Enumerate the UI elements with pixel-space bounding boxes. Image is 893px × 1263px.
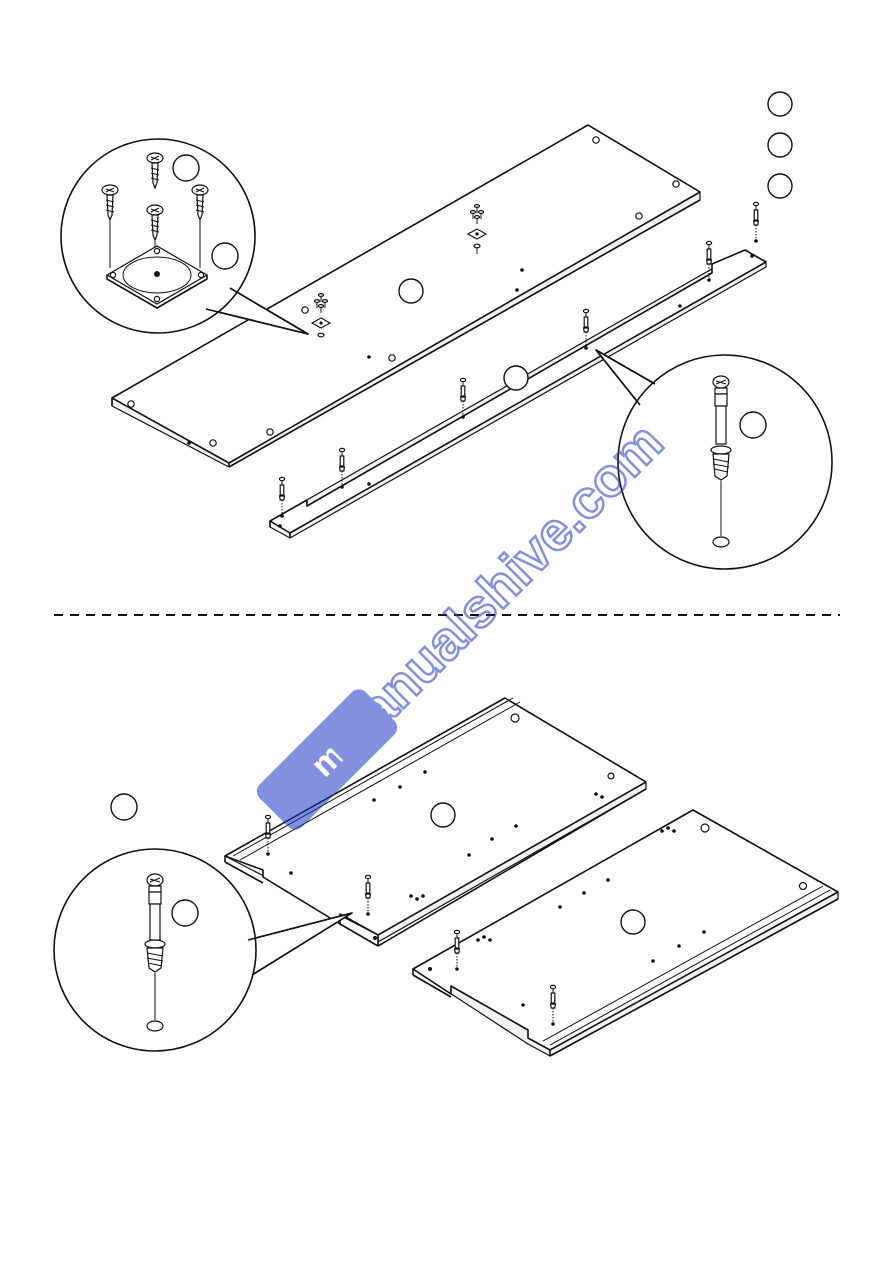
top-step bbox=[61, 92, 832, 569]
part-badge bbox=[621, 910, 645, 934]
callout-screw-foot-plate bbox=[61, 139, 308, 334]
part-badge bbox=[173, 155, 199, 181]
part-badge bbox=[740, 412, 766, 438]
part-badge bbox=[768, 133, 792, 157]
panel-hole bbox=[701, 824, 709, 832]
part-badge bbox=[172, 900, 198, 926]
part-badge bbox=[768, 92, 792, 116]
part-badge bbox=[504, 366, 528, 390]
panel-hole bbox=[210, 440, 216, 446]
panel-hole bbox=[128, 401, 134, 407]
part-badge bbox=[111, 794, 137, 820]
part-badge bbox=[768, 174, 792, 198]
part-badges-legend bbox=[768, 92, 792, 198]
part-badge bbox=[399, 279, 423, 303]
panel-hole bbox=[302, 307, 308, 313]
panel-hole bbox=[267, 429, 273, 435]
panel-hole bbox=[593, 137, 599, 143]
part-badge bbox=[431, 803, 455, 827]
panel-hole bbox=[389, 355, 395, 361]
part-badge bbox=[212, 243, 238, 269]
panel-hole bbox=[511, 714, 519, 722]
bottom-step bbox=[54, 698, 838, 1056]
panel-hole bbox=[673, 181, 679, 187]
panel-hole bbox=[636, 213, 642, 219]
